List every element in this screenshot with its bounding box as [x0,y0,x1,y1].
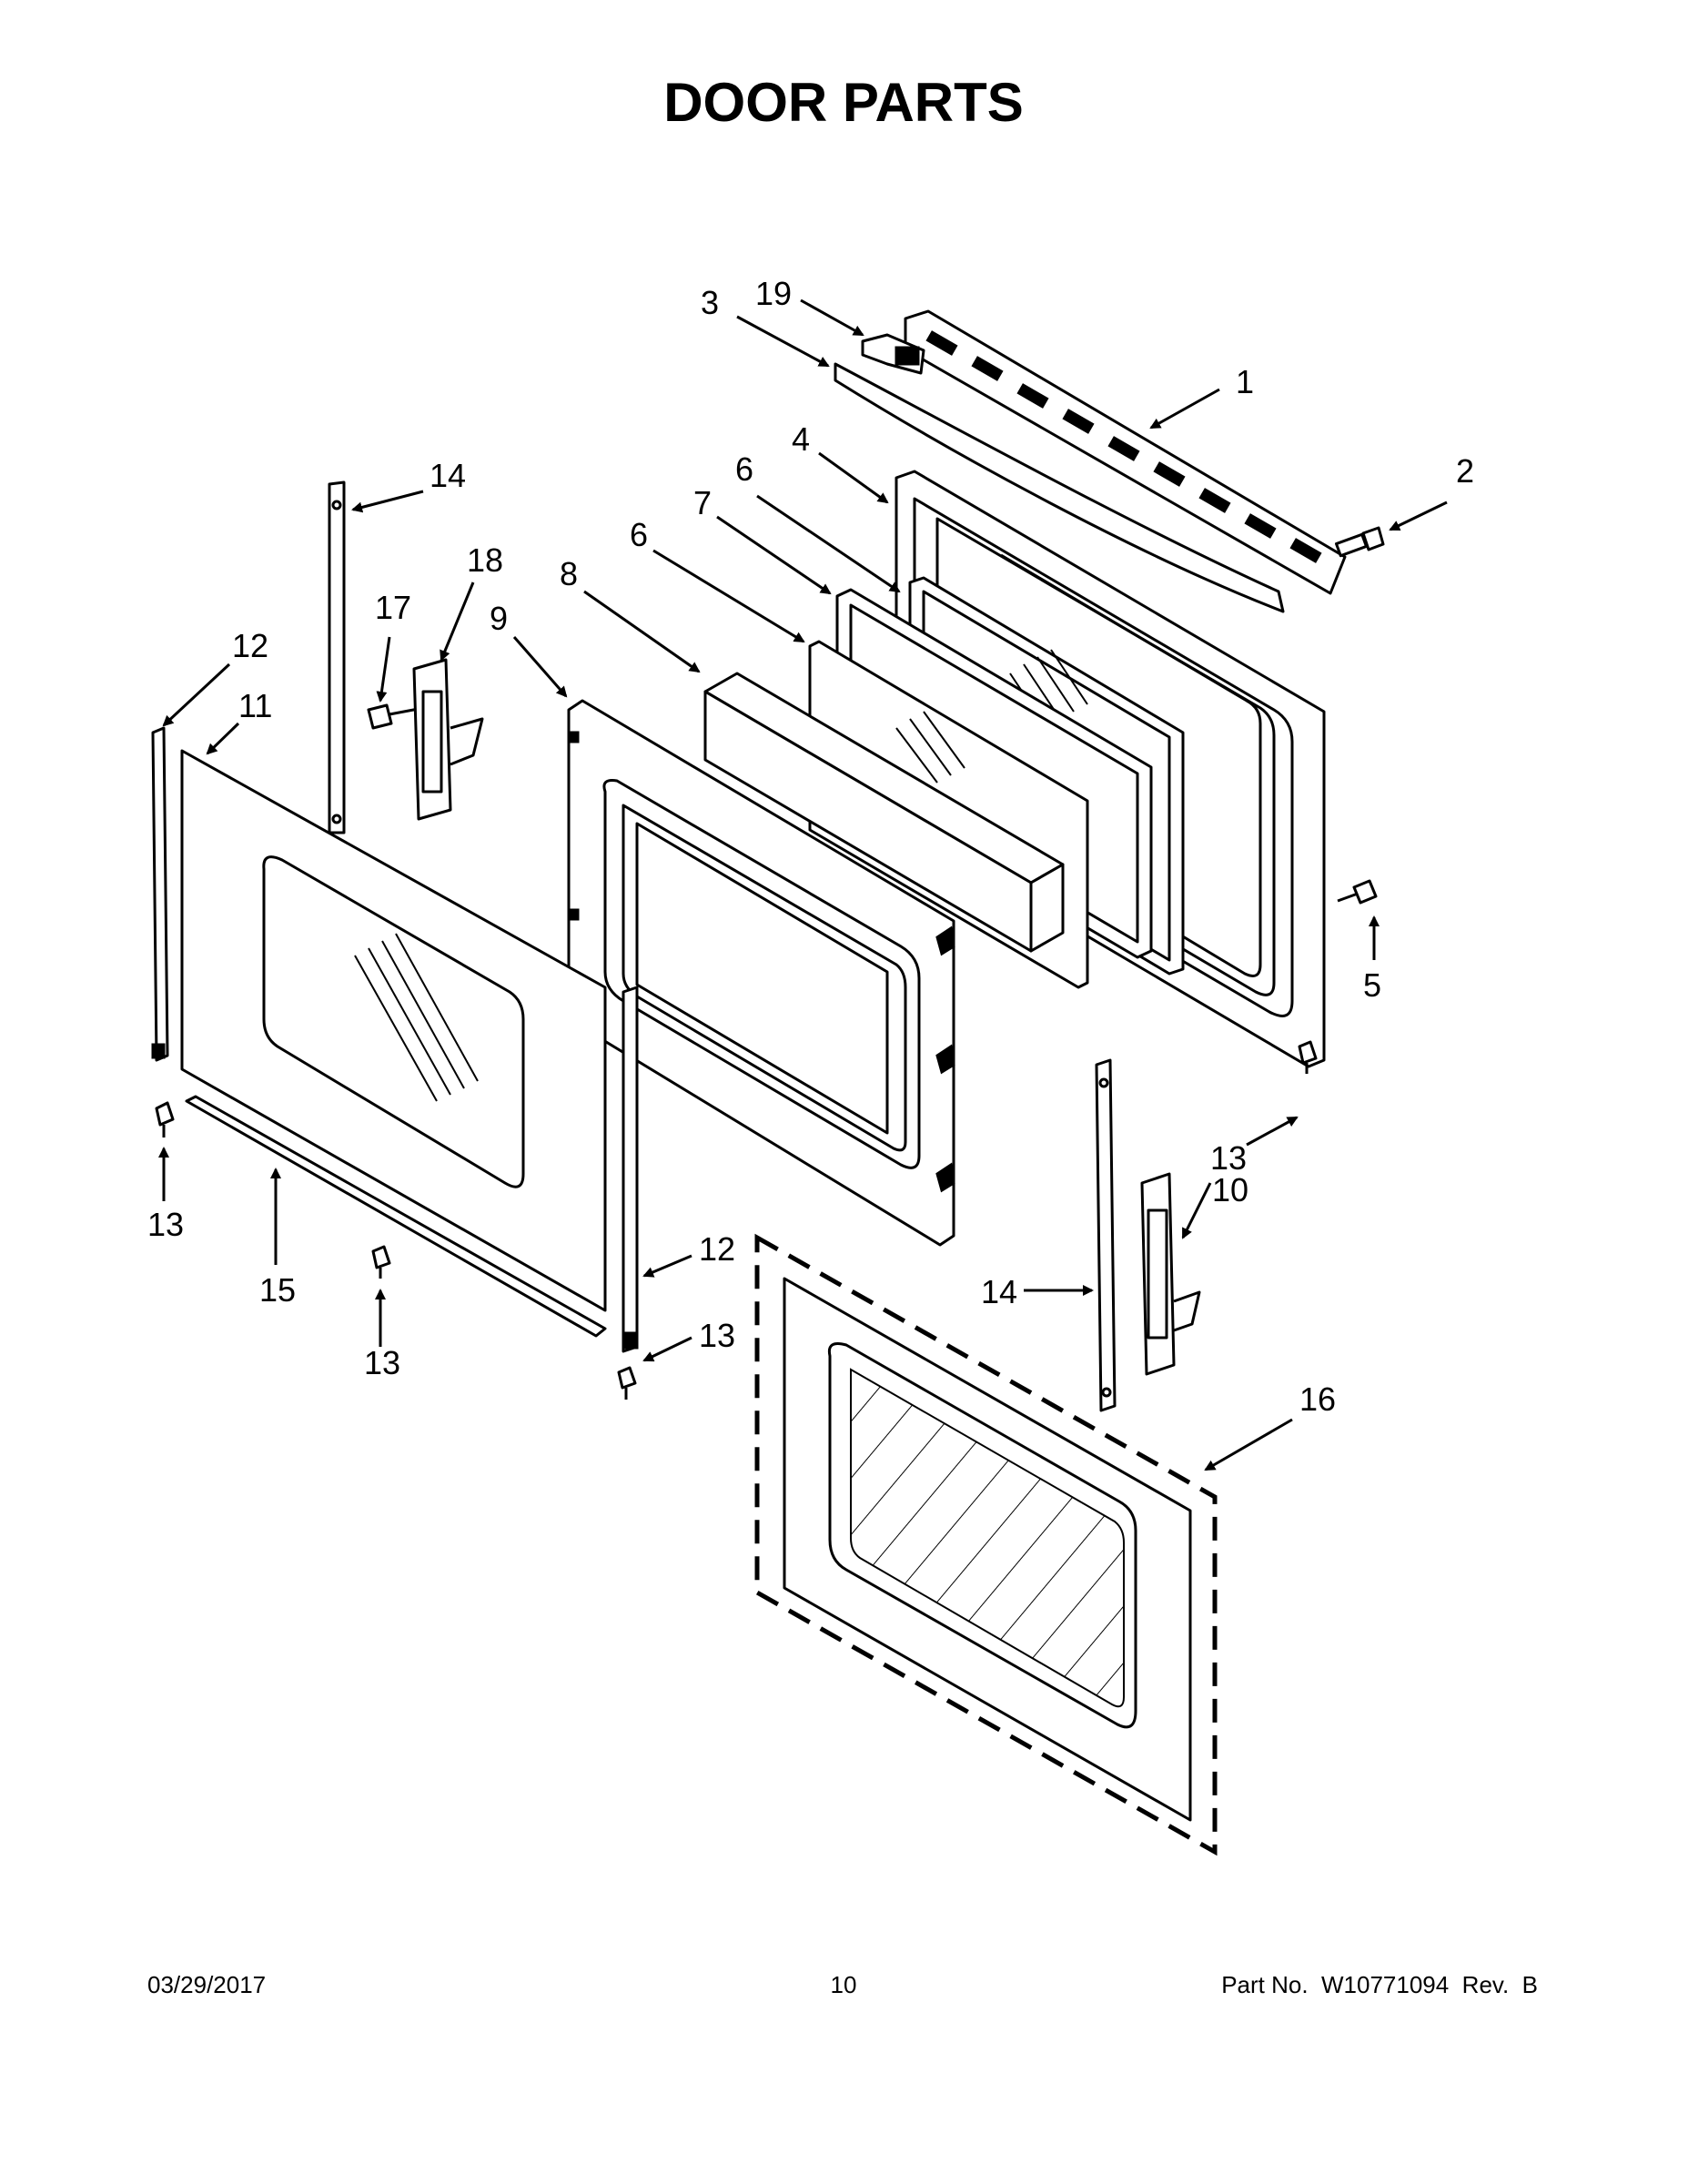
part-15-bottom-trim [185,1095,607,1338]
callout-16: 16 [1299,1380,1336,1418]
part-16-door-assembly [754,1233,1218,1856]
part-1-vent-trim [904,309,1347,595]
callout-19: 19 [755,275,792,312]
part-5-screw [1337,879,1378,905]
part-10-hinge [1140,1172,1201,1376]
callout-2: 2 [1456,452,1474,490]
part-14-hinge-rail-right [1095,1058,1117,1412]
page-title: DOOR PARTS [663,72,1024,133]
part-12-side-trim-right [622,986,639,1353]
part-13-screw-a [155,1101,175,1138]
callout-3: 3 [701,284,719,321]
part-12-side-trim-left [151,726,169,1062]
footer-date: 03/29/2017 [147,1971,266,1998]
leader-lines [158,298,1448,1471]
part-14-hinge-rail-left [328,480,346,834]
callout-12a: 12 [232,627,268,664]
part-8-insulation [703,672,1065,953]
part-19-bracket [861,333,925,375]
part-11-outer-glass [180,749,607,1312]
footer-page-number: 10 [831,1971,857,1998]
part-13-screw-b [371,1245,391,1279]
callout-1: 1 [1236,363,1254,400]
callout-17: 17 [375,589,411,626]
callout-14b: 14 [981,1273,1017,1310]
part-13-screw-c [617,1366,637,1400]
callout-13d: 13 [1210,1139,1247,1177]
callout-5: 5 [1363,966,1381,1004]
part-2-screw [1335,526,1385,558]
callout-15: 15 [259,1271,296,1309]
callout-13a: 13 [147,1206,184,1243]
callout-9: 9 [490,600,508,637]
part-18-hinge [412,658,484,821]
callout-11: 11 [238,687,272,724]
part-3-handle [834,362,1285,613]
callout-10: 10 [1212,1171,1248,1208]
callout-14a: 14 [430,457,466,494]
callout-6b: 6 [630,516,648,553]
callout-8: 8 [560,555,578,592]
callout-6a: 6 [735,450,753,488]
callout-13b: 13 [364,1344,400,1381]
callout-18: 18 [467,541,503,579]
callout-4: 4 [792,420,810,458]
footer-part-number: Part No. W10771094 Rev. B [1221,1971,1538,1998]
callout-12b: 12 [699,1230,735,1268]
callout-7: 7 [693,484,712,521]
callout-13c: 13 [699,1317,735,1354]
part-9-door-liner [567,699,955,1247]
part-13-screw-d [1298,1040,1318,1074]
